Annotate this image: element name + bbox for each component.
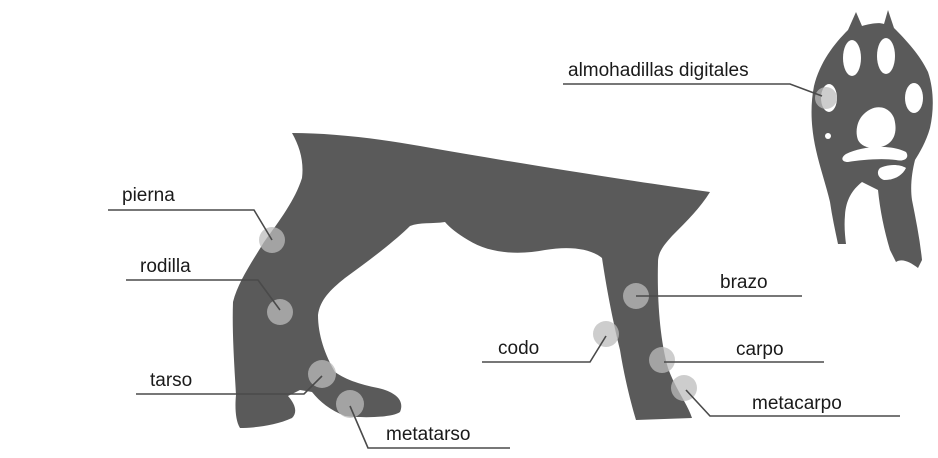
label-rodilla: rodilla [140, 257, 191, 277]
paw-gap-3 [905, 83, 923, 113]
paw-gap-8 [825, 133, 831, 139]
label-carpo: carpo [736, 340, 784, 360]
dog-silhouette [233, 133, 710, 428]
hotspot-metatarso [336, 390, 364, 418]
hotspot-tarso [308, 360, 336, 388]
paw-gap-2 [877, 38, 895, 74]
hotspot-rodilla [267, 299, 293, 325]
label-metacarpo: metacarpo [752, 394, 842, 414]
hotspot-carpo [649, 347, 675, 373]
label-pierna: pierna [122, 186, 175, 206]
label-tarso: tarso [150, 371, 192, 391]
label-almohadillas-digitales: almohadillas digitales [568, 61, 749, 81]
label-codo: codo [498, 339, 539, 359]
leader-pierna [108, 210, 272, 240]
hotspot-codo [593, 321, 619, 347]
paw-gap-1 [843, 40, 861, 76]
hotspot-almohadillas [815, 87, 837, 109]
leader-almohadillas [563, 84, 822, 96]
label-metatarso: metatarso [386, 425, 470, 445]
label-brazo: brazo [720, 273, 768, 293]
